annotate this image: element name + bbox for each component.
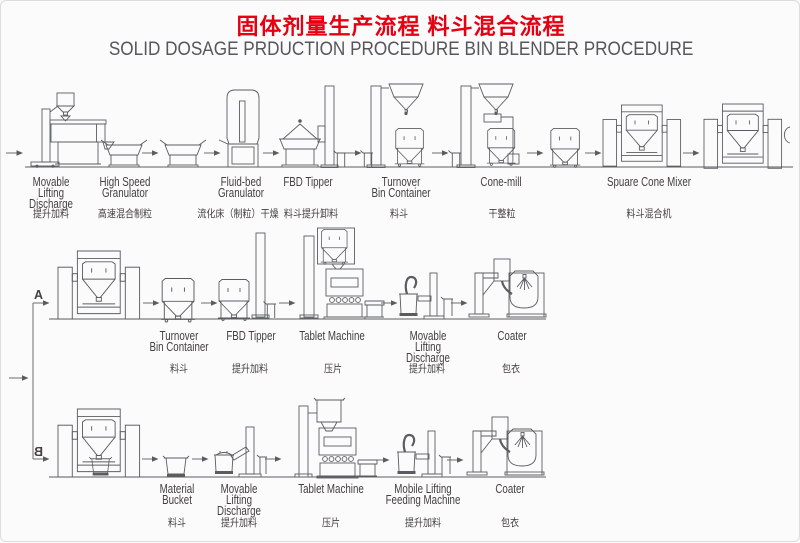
label-tablet-machine-r3-en: Tablet Machine — [298, 482, 364, 496]
label-fbd-tipper-r2-en: FBD Tipper — [226, 329, 276, 343]
label-coater-r2-zh: 包衣 — [501, 363, 521, 375]
page-title-zh: 固体剂量生产流程 料斗混合流程 — [236, 14, 566, 39]
fluid-bed-granulator-machine — [218, 89, 260, 168]
label-coater-r2-en: Coater — [497, 329, 527, 343]
label-mobile-lifting-feeding-machine-en: Mobile Lifting Feeding Machine — [385, 482, 461, 507]
high-speed-granulator-machine — [49, 119, 115, 165]
turnover-bin-container-r2 — [160, 278, 196, 323]
square-cone-mixer-r3 — [57, 408, 141, 478]
label-tablet-machine-r2-zh: 压片 — [323, 363, 343, 375]
label-turnover-bin-container-r2-en: Turnover Bin Container — [149, 329, 209, 354]
fbd-tipper-machine-r2 — [217, 232, 277, 321]
label-material-bucket-zh: 料斗 — [167, 517, 187, 529]
turnover-bin-container-machine-r1 — [366, 83, 425, 168]
tablet-machine-r2 — [299, 227, 385, 320]
label-square-cone-mixer-zh: 料斗混合机 — [626, 208, 672, 220]
label-fluid-bed-granulator-zh: 流化床（制粒）干燥 — [197, 208, 279, 220]
label-tablet-machine-r2-en: Tablet Machine — [299, 329, 365, 343]
label-high-speed-granulator-zh: 高速混合制粒 — [97, 208, 153, 220]
label-fluid-bed-granulator-en: Fluid-bed Granulator — [217, 175, 265, 200]
label-cone-mill-zh: 干整粒 — [488, 208, 516, 220]
movable-lifting-discharge-machine-r3 — [213, 426, 268, 478]
label-fbd-tipper-r2-zh: 提升加料 — [231, 363, 269, 375]
bowl — [159, 139, 207, 168]
label-movable-lifting-discharge-r1-zh: 提升加料 — [32, 208, 70, 220]
label-coater-r3-zh: 包衣 — [500, 517, 520, 529]
cone-mill-machine — [456, 83, 520, 168]
movable-lifting-discharge-machine-r1 — [30, 92, 76, 168]
square-cone-mixer-r2 — [57, 250, 141, 320]
tablet-machine-r3 — [294, 397, 378, 479]
label-tablet-machine-r3-zh: 压片 — [321, 517, 341, 529]
square-cone-mixer-r1b — [703, 103, 791, 169]
label-movable-lifting-discharge-r1-en: Movable Lifting Discharge — [29, 175, 73, 211]
label-movable-lifting-discharge-r3-zh: 提升加料 — [220, 517, 258, 529]
label-turnover-bin-container-r2-zh: 料斗 — [169, 363, 189, 375]
coater-machine-r3 — [465, 415, 546, 477]
label-movable-lifting-discharge-r2-en: Movable Lifting Discharge — [406, 329, 450, 365]
coater-machine-r2 — [467, 257, 548, 319]
label-movable-lifting-discharge-r2-zh: 提升加料 — [408, 363, 446, 375]
square-cone-mixer-r1a — [602, 104, 682, 167]
label-coater-r3-en: Coater — [495, 482, 525, 496]
label-mobile-lifting-feeding-machine-zh: 提升加料 — [404, 517, 442, 529]
movable-lifting-discharge-machine-r2 — [397, 271, 455, 321]
flow-connectors — [6, 150, 50, 463]
label-turnover-bin-container-r1-en: Turnover Bin Container — [371, 175, 431, 200]
label-movable-lifting-discharge-r3-en: Movable Lifting Discharge — [217, 482, 261, 518]
mobile-lifting-feeding-machine — [395, 429, 453, 479]
page-title-en: SOLID DOSAGE PRDUCTION PROCEDURE BIN BLE… — [108, 38, 694, 60]
label-fbd-tipper-r1-zh: 料斗提升卸料 — [283, 208, 339, 220]
bin-container-small — [549, 128, 581, 168]
label-cone-mill-en: Cone-mill — [480, 175, 522, 189]
label-square-cone-mixer-en: Spuare Cone Mixer — [606, 175, 692, 189]
label-material-bucket-en: Material Bucket — [159, 482, 195, 507]
label-fbd-tipper-r1-en: FBD Tipper — [283, 175, 333, 189]
fbd-tipper-machine-r1 — [279, 85, 339, 168]
flow-marker-b: B — [34, 445, 44, 459]
granulator-bowl — [100, 139, 148, 168]
label-high-speed-granulator-en: High Speed Granulator — [99, 175, 151, 200]
material-bucket — [162, 455, 190, 478]
label-turnover-bin-container-r1-zh: 料斗 — [389, 208, 409, 220]
flow-marker-a: A — [34, 288, 44, 302]
